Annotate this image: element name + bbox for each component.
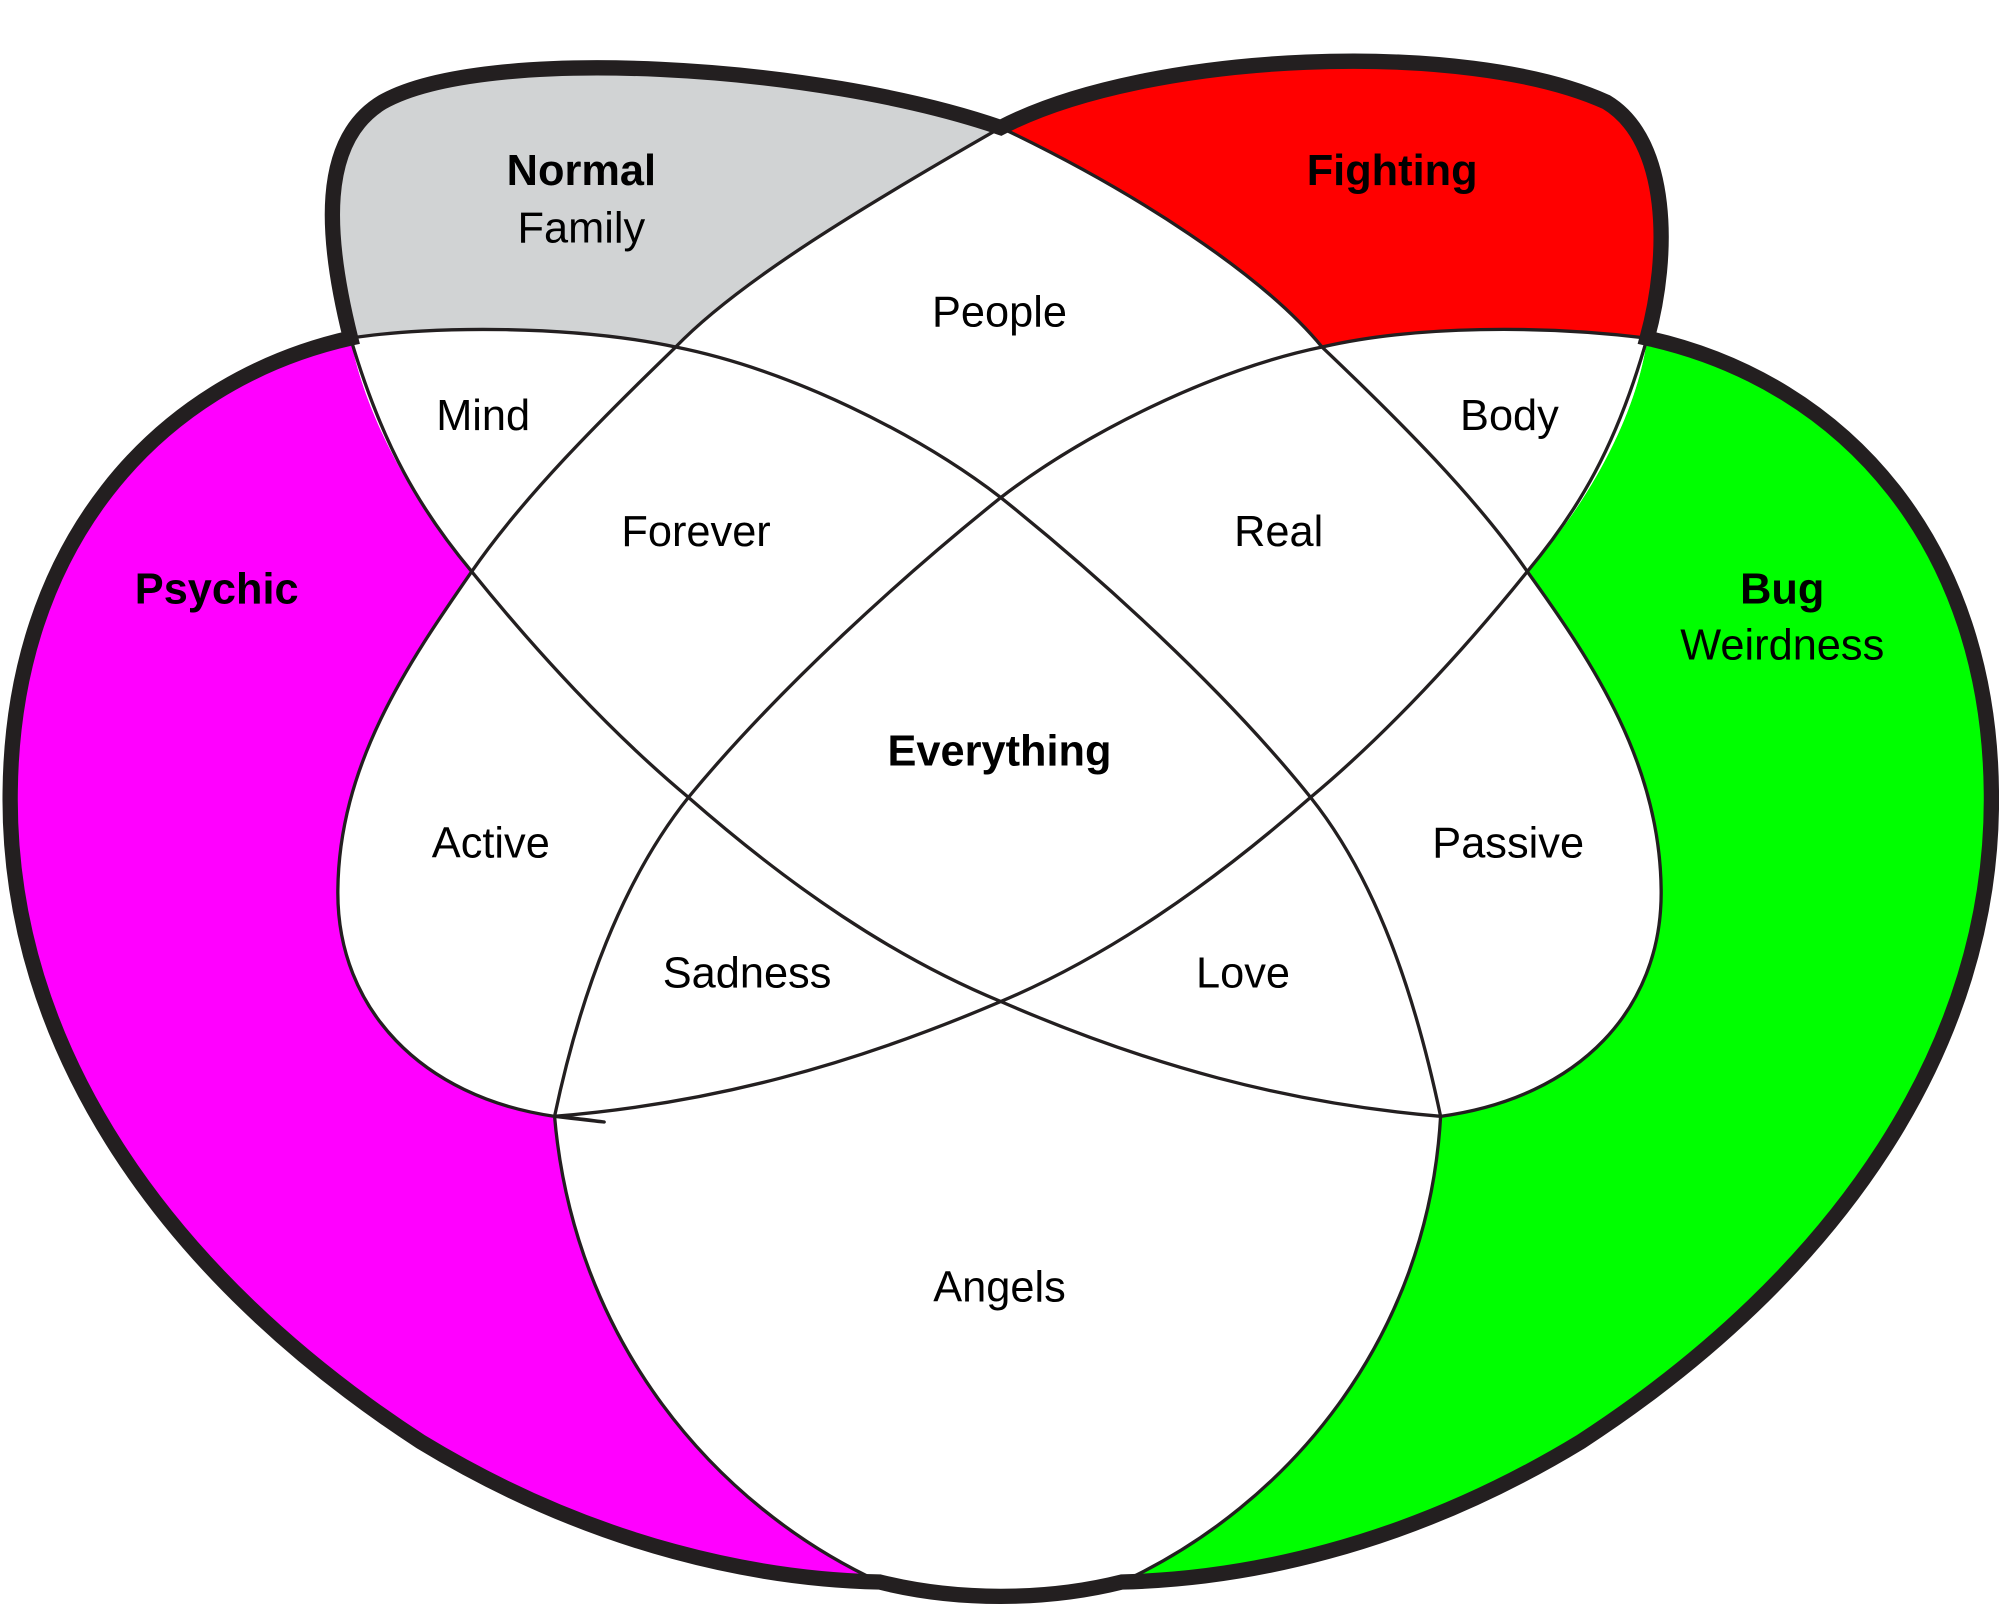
label-real: Real	[1234, 508, 1323, 556]
region-psychic	[10, 338, 880, 1583]
label-everything: Everything	[887, 727, 1111, 775]
label-angels: Angels	[933, 1263, 1066, 1311]
label-normal-subtitle: Family	[518, 204, 646, 252]
region-bug	[1121, 338, 1992, 1583]
label-love: Love	[1196, 949, 1290, 997]
region-interior	[337, 127, 1662, 1587]
fighting-ellipse-line	[1000, 126, 1663, 1584]
label-sadness: Sadness	[663, 949, 832, 997]
region-fighting	[1000, 61, 1662, 348]
label-mind: Mind	[436, 392, 530, 440]
label-passive: Passive	[1432, 819, 1584, 867]
label-normal: Normal	[507, 147, 656, 195]
region-normal	[332, 67, 1001, 348]
label-people: People	[932, 289, 1067, 337]
fighting-lower-line	[552, 327, 1648, 1117]
label-fighting: Fighting	[1307, 147, 1478, 195]
label-bug: Bug	[1740, 565, 1824, 613]
label-forever: Forever	[621, 508, 770, 556]
label-bug-subtitle: Weirdness	[1680, 622, 1884, 670]
label-psychic: Psychic	[135, 565, 299, 613]
bug-ellipse-line	[554, 337, 1649, 1118]
label-active: Active	[432, 819, 550, 867]
label-body: Body	[1460, 392, 1559, 440]
psychic-ellipse-line	[349, 337, 1441, 1118]
outer-outline	[2, 53, 1999, 1605]
